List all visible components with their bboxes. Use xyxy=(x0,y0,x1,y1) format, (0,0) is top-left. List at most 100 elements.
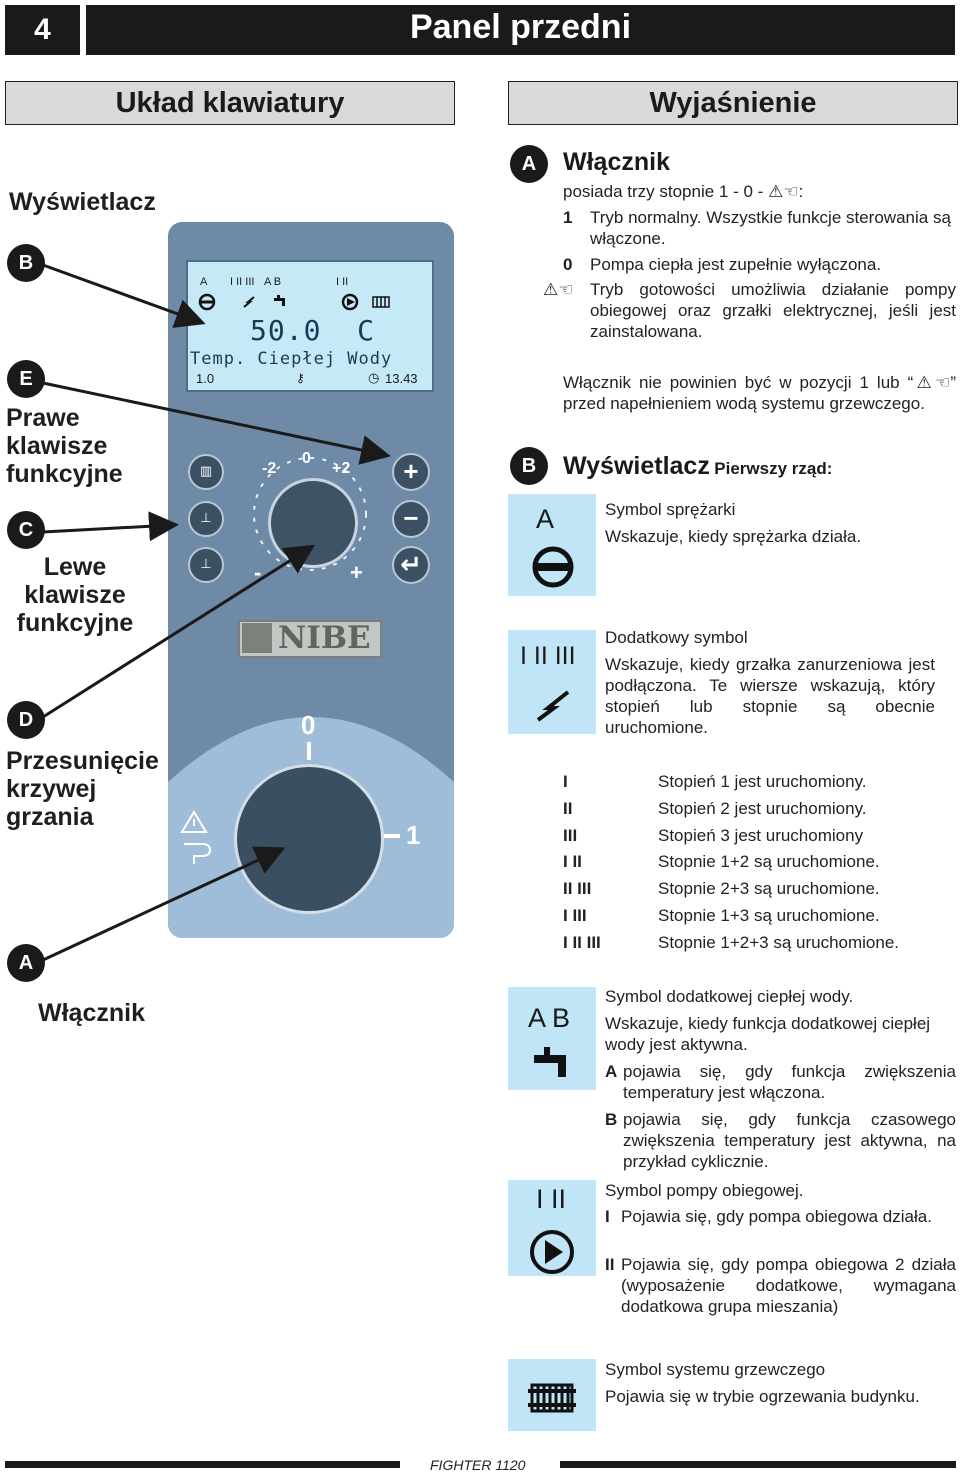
section-a-warning: Włącznik nie powinien być w pozycji 1 lu… xyxy=(563,372,956,414)
pump-i-key: I xyxy=(605,1207,610,1226)
section-b-title-row: Wyświetlacz Pierwszy rząd: xyxy=(563,452,832,481)
pump-icon xyxy=(530,1230,574,1274)
badge-b-left: B xyxy=(7,244,45,282)
arrow-a xyxy=(42,846,286,962)
standby-icon: ⚠☜ xyxy=(768,182,799,201)
compressor-text: Wskazuje, kiedy sprężarka działa. xyxy=(605,527,862,546)
item-0-text: Pompa ciepła jest zupełnie wyłączona. xyxy=(590,255,882,274)
page-title: Panel przedni xyxy=(409,8,632,46)
stage-key-2: II xyxy=(563,799,573,818)
lcd-time: 13.43 xyxy=(385,371,418,386)
compressor-tile: A xyxy=(508,494,596,596)
section-a-intro: posiada trzy stopnie 1 - 0 - ⚠☜: xyxy=(563,181,803,202)
pump-title: Symbol pompy obiegowej. xyxy=(605,1181,804,1200)
extra-text: Wskazuje, kiedy grzałka zanurzeniowa jes… xyxy=(605,655,935,737)
left-section-header: Układ klawiatury xyxy=(5,81,455,125)
pump-tile-label: I II xyxy=(536,1184,567,1214)
hot-water-title: Symbol dodatkowej ciepłej wody. xyxy=(605,987,854,1006)
arrow-c xyxy=(42,511,179,542)
lcd-clock-icon: ◷ xyxy=(368,370,380,385)
badge-d-left: D xyxy=(7,701,45,739)
heating-tile xyxy=(508,1359,596,1431)
hot-water-a-text: pojawia się, gdy funkcja zwiększenia tem… xyxy=(623,1062,956,1102)
compressor-title: Symbol sprężarki xyxy=(605,500,736,519)
stage-key-4: I II xyxy=(563,852,582,871)
item-1-text: Tryb normalny. Wszystkie funkcje sterowa… xyxy=(590,208,951,248)
lcd-row1-a: A xyxy=(200,276,208,288)
dial-label-zero: 0 xyxy=(302,450,311,467)
lcd-radiator-icon xyxy=(372,296,390,308)
main-switch-knob[interactable] xyxy=(234,764,384,914)
section-b-subtitle: Pierwszy rząd: xyxy=(714,459,833,478)
stage-text-3: Stopień 3 jest uruchomiony xyxy=(658,826,864,845)
lcd-row1-pump: I II xyxy=(336,276,349,288)
section-b-title: Wyświetlacz xyxy=(563,452,710,480)
hot-water-text: Wskazuje, kiedy funkcja dodatkowej ciepł… xyxy=(605,1014,931,1054)
minus-button[interactable]: − xyxy=(392,500,430,538)
section-a-title: Włącznik xyxy=(563,148,670,176)
stage-text-5: Stopnie 2+3 są uruchomione. xyxy=(658,879,880,898)
badge-a-left: A xyxy=(7,944,45,982)
left-key-extra-hot-water[interactable]: ⊥ xyxy=(188,547,224,583)
heating-title: Symbol systemu grzewczego xyxy=(605,1360,826,1379)
extra-title: Dodatkowy symbol xyxy=(605,628,748,647)
stage-text-1: Stopień 1 jest uruchomiony. xyxy=(658,772,867,791)
warning-text-b: ” przed napełnieniem wodą systemu grzewc… xyxy=(563,373,956,413)
pump-i-text: Pojawia się, gdy pompa obiegowa działa. xyxy=(621,1207,932,1226)
immersion-heater-tile: I II III xyxy=(508,630,596,734)
stage-key-1: I xyxy=(563,772,568,791)
switch-label: Włącznik xyxy=(38,999,145,1027)
section-a-intro-text: posiada trzy stopnie 1 - 0 - xyxy=(563,182,764,201)
stage-key-5: II III xyxy=(563,879,592,898)
brand-name: NIBE xyxy=(278,620,371,656)
compressor-icon xyxy=(532,546,574,588)
stage-key-6: I III xyxy=(563,906,587,925)
nibe-logo: NIBE xyxy=(238,620,382,658)
hot-water-b-key: B xyxy=(605,1110,618,1129)
heating-text: Pojawia się w trybie ogrzewania budynku. xyxy=(605,1387,920,1406)
control-panel: A I II III A B I II 50.0 C Temp. Ciepłej… xyxy=(168,222,454,938)
enter-button[interactable]: ↵ xyxy=(392,546,430,584)
page-number-box: 4 xyxy=(5,5,80,55)
section-a-intro-end: : xyxy=(798,182,804,201)
lcd-temperature: 50.0 C xyxy=(250,314,376,347)
arrow-d xyxy=(42,544,316,719)
dial-label-minus2: -2 xyxy=(262,460,277,477)
badge-a-right: A xyxy=(510,145,548,183)
left-keys-label: Lewe klawisze funkcyjne xyxy=(16,553,134,637)
pump-tile: I II xyxy=(508,1180,596,1276)
hot-water-tile: A B xyxy=(508,987,596,1090)
warning-standby-icon: ⚠☜ xyxy=(913,373,951,392)
switch-zero-tick xyxy=(307,742,311,760)
hot-water-a-key: A xyxy=(605,1062,618,1081)
pump-ii-key: II xyxy=(605,1255,615,1274)
right-keys-label: Prawe klawisze funkcyjne xyxy=(6,404,123,488)
switch-standby-icon xyxy=(180,810,212,864)
badge-e-left: E xyxy=(7,360,45,398)
hot-water-b-text: pojawia się, gdy funkcja czasowego zwięk… xyxy=(623,1110,956,1171)
page-number: 4 xyxy=(34,13,51,46)
plus-button[interactable]: + xyxy=(392,453,430,491)
footer-bar-left xyxy=(5,1461,400,1468)
immersion-heater-tile-label: I II III xyxy=(520,642,576,670)
display-label: Wyświetlacz xyxy=(9,188,156,216)
left-key-hot-water[interactable]: ⊥ xyxy=(188,501,224,537)
page-title-bar: Panel przedni xyxy=(86,5,955,55)
dial-label-plus2: +2 xyxy=(332,460,351,477)
radiator-icon xyxy=(528,1383,576,1413)
lcd-pump-icon xyxy=(341,293,359,311)
lcd-display: A I II III A B I II 50.0 C Temp. Ciepłej… xyxy=(186,260,434,392)
hot-water-tile-label: A B xyxy=(528,1003,571,1033)
stage-text-2: Stopień 2 jest uruchomiony. xyxy=(658,799,867,818)
dial-label-minus: - xyxy=(254,560,262,585)
left-key-heating[interactable]: ▥ xyxy=(188,454,224,490)
item-1-key: 1 xyxy=(563,208,573,227)
tap-icon xyxy=(534,1047,566,1077)
switch-one-tick xyxy=(382,834,400,838)
footer-model: FIGHTER 1120 xyxy=(430,1457,526,1473)
stage-key-7: I II III xyxy=(563,933,601,952)
dial-label-plus: + xyxy=(350,560,363,585)
lcd-key-icon: ⚷ xyxy=(296,371,305,385)
lcd-row1-ab: A B xyxy=(264,276,282,288)
